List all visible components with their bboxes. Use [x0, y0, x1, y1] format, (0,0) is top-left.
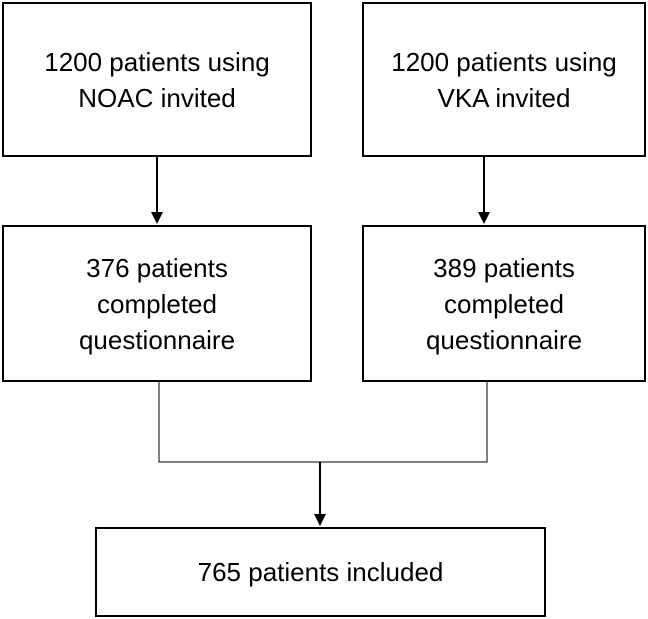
patients-included-label: 765 patients included — [197, 557, 444, 587]
noac-completed-line-2: completed — [97, 288, 217, 319]
vka-completed-line-3: questionnaire — [425, 324, 583, 355]
merge-connector — [158, 382, 488, 463]
vka-invited-line-1: 1200 patients using — [391, 46, 617, 77]
vka-completed-line-2: completed — [444, 288, 564, 319]
patients-included-box: 765 patients included — [95, 527, 546, 617]
vka-completed-line-1: 389 patients — [433, 252, 575, 283]
noac-completed-line-1: 376 patients — [86, 252, 228, 283]
noac-invited-line-1: 1200 patients using — [44, 46, 270, 77]
noac-invited-box: 1200 patients using NOAC invited — [2, 2, 312, 157]
vka-invited-box: 1200 patients using VKA invited — [362, 2, 646, 157]
vka-invited-line-2: VKA invited — [437, 82, 571, 113]
noac-completed-line-3: questionnaire — [78, 324, 236, 355]
noac-completed-box: 376 patients completed questionnaire — [2, 225, 312, 382]
vka-completed-box: 389 patients completed questionnaire — [362, 225, 646, 382]
noac-invited-line-2: NOAC invited — [78, 82, 236, 113]
